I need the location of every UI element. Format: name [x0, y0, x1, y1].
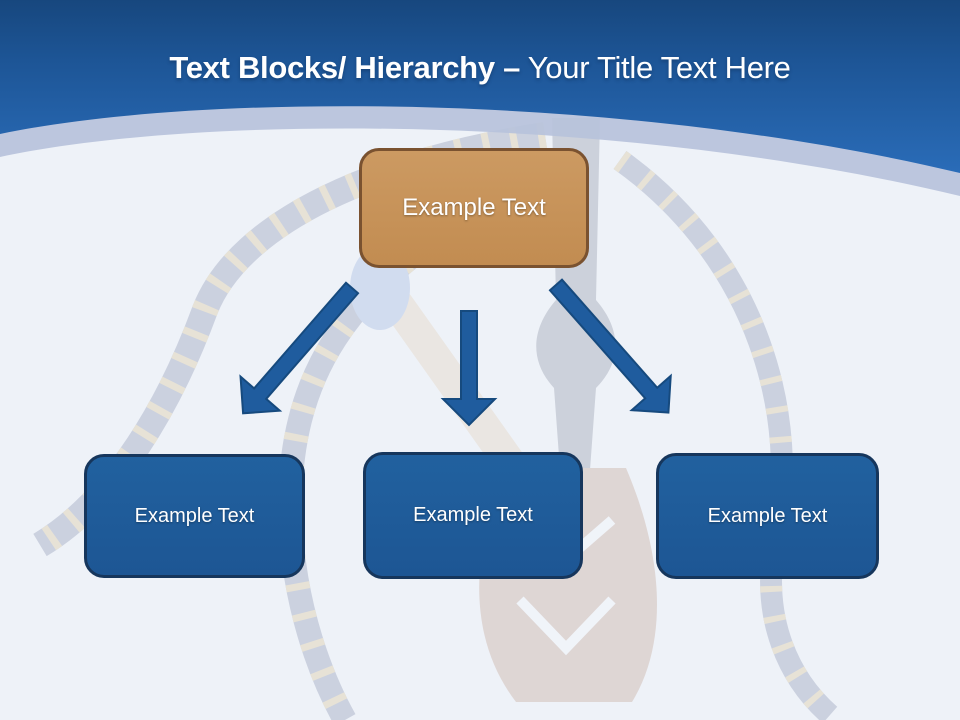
title-bold-segment: Text Blocks/ Hierarchy –: [169, 50, 521, 85]
child-node-3-label: Example Text: [707, 504, 828, 527]
title-regular-segment: Your Title Text Here: [527, 50, 791, 85]
child-node-3: Example Text: [656, 453, 879, 579]
child-node-1: Example Text: [84, 454, 305, 578]
slide-title: Text Blocks/ Hierarchy – Your Title Text…: [0, 50, 960, 86]
child-node-1-label: Example Text: [134, 504, 255, 527]
child-node-2: Example Text: [363, 452, 583, 579]
root-node: Example Text: [359, 148, 589, 268]
child-node-2-label: Example Text: [413, 504, 533, 526]
header-curve: [0, 0, 960, 173]
root-node-label: Example Text: [402, 194, 546, 221]
